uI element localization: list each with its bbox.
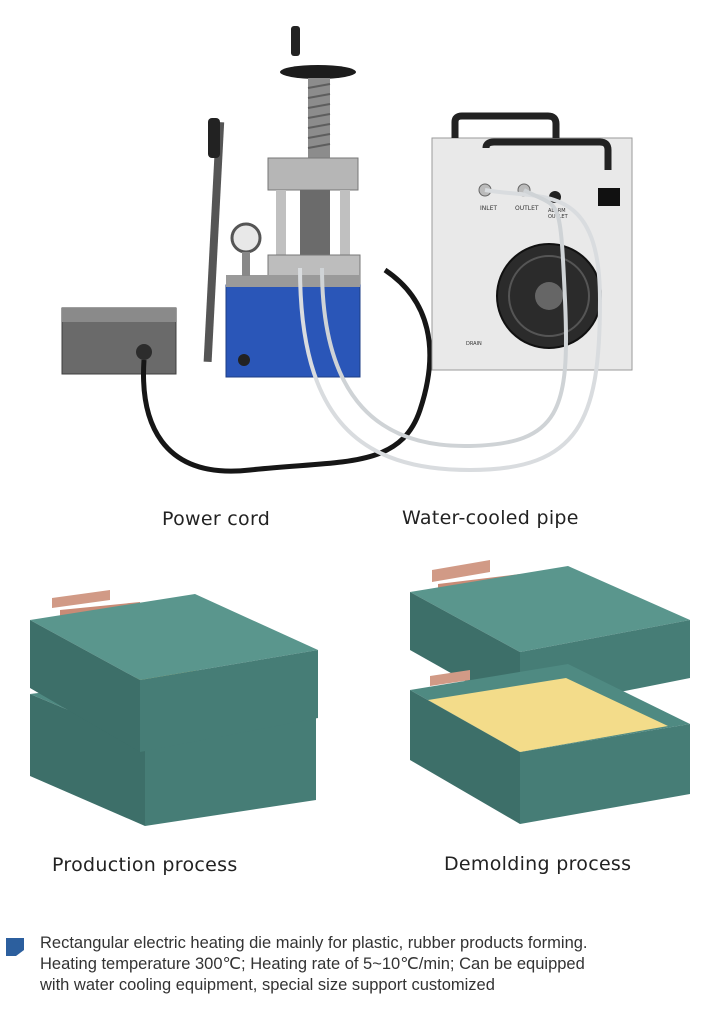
description-line-3: with water cooling equipment, special si… [40, 976, 495, 994]
mold-demolding [410, 560, 690, 824]
handwheel [280, 65, 356, 79]
water-pipe-1 [298, 188, 603, 473]
press-column-right [340, 190, 350, 260]
product-description: Rectangular electric heating die mainly … [40, 933, 680, 996]
drain-label: DRAIN [466, 341, 482, 347]
controller-box [61, 307, 177, 375]
water-chiller: INLET OUTLET ALARM OUTLET DRAIN [431, 112, 633, 371]
press-ram [300, 190, 330, 260]
press-top-plate [267, 157, 359, 191]
inlet-label: INLET [480, 205, 497, 212]
power-cord-label: Power cord [162, 508, 271, 530]
production-process-label: Production process [52, 854, 238, 876]
hydraulic-press [203, 26, 361, 378]
water-cooled-pipe-label: Water-cooled pipe [402, 507, 579, 529]
outlet-label: OUTLET [515, 205, 539, 212]
mold-production [30, 590, 318, 826]
water-pipe-2 [320, 188, 569, 449]
press-column-left [276, 190, 286, 260]
power-socket-icon [598, 188, 620, 206]
handwheel-knob [291, 26, 300, 56]
demolding-process-label: Demolding process [444, 853, 632, 875]
pressure-gauge-icon [230, 222, 262, 254]
bullet-icon [6, 938, 24, 956]
description-line-1: Rectangular electric heating die mainly … [40, 934, 588, 952]
description-line-2: Heating temperature 300℃; Heating rate o… [40, 955, 585, 973]
power-cord [141, 267, 433, 474]
press-lever [203, 121, 225, 363]
press-base-top [226, 275, 360, 287]
